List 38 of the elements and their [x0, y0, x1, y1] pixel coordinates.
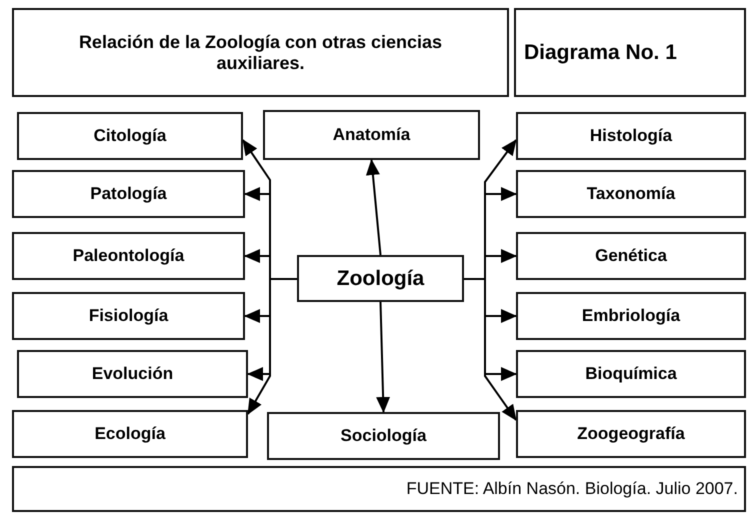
title-box	[12, 8, 509, 97]
box-label: Diagrama No. 1	[524, 40, 677, 64]
box-label: Fisiología	[88, 306, 168, 326]
discipline-box	[297, 255, 464, 302]
box-label: Bioquímica	[585, 364, 677, 384]
discipline-box	[12, 410, 248, 458]
box-label: Zoología	[336, 266, 424, 290]
diagram-number-box	[514, 8, 746, 97]
discipline-box	[17, 112, 243, 160]
box-label: Zoogeografía	[577, 424, 685, 444]
box-label: Citología	[94, 126, 166, 146]
source-note: FUENTE: Albín Nasón. Biología. Julio 2007.	[406, 479, 738, 499]
discipline-box	[12, 292, 245, 340]
box-label: Anatomía	[332, 125, 410, 145]
box-label: Taxonomía	[586, 184, 676, 204]
discipline-box	[516, 112, 746, 160]
discipline-box	[267, 412, 500, 460]
box-label: Paleontología	[72, 246, 184, 266]
discipline-box	[516, 410, 746, 458]
arrow	[376, 302, 390, 413]
box-label: Patología	[90, 184, 167, 204]
box-label: Sociología	[340, 426, 426, 446]
box-label: Genética	[595, 246, 667, 266]
source-note-box	[12, 466, 746, 512]
discipline-box	[12, 170, 245, 218]
discipline-box	[263, 110, 480, 160]
box-label: Embriología	[582, 306, 680, 326]
box-label: Histología	[590, 126, 672, 146]
discipline-box	[12, 232, 245, 280]
discipline-box	[17, 350, 248, 398]
discipline-box	[516, 170, 746, 218]
discipline-box	[516, 350, 746, 398]
box-label: Ecología	[94, 424, 166, 444]
arrow	[366, 159, 382, 256]
discipline-box	[516, 292, 746, 340]
discipline-box	[516, 232, 746, 280]
box-label: Relación de la Zoología con otras ciencias auxiliares.	[78, 32, 444, 74]
box-label: Evolución	[92, 364, 174, 384]
